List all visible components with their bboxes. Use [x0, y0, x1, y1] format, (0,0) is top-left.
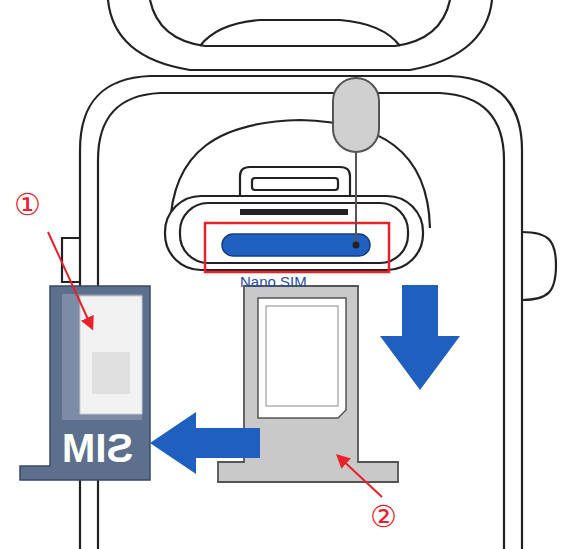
slot-bar: [240, 209, 348, 215]
tray-marking: SIM: [62, 428, 133, 468]
callout-number: ②: [370, 502, 397, 532]
arrow-down: [380, 285, 460, 390]
leader-line: [48, 232, 92, 328]
slot-label: Nano SIM: [240, 274, 307, 289]
sim-slot: [222, 234, 370, 256]
arrow-left: [150, 412, 260, 474]
ejector-pin: [333, 78, 379, 249]
callout-number: ①: [14, 190, 41, 220]
highlight-frame: [205, 223, 389, 272]
leader-line: [338, 456, 382, 497]
